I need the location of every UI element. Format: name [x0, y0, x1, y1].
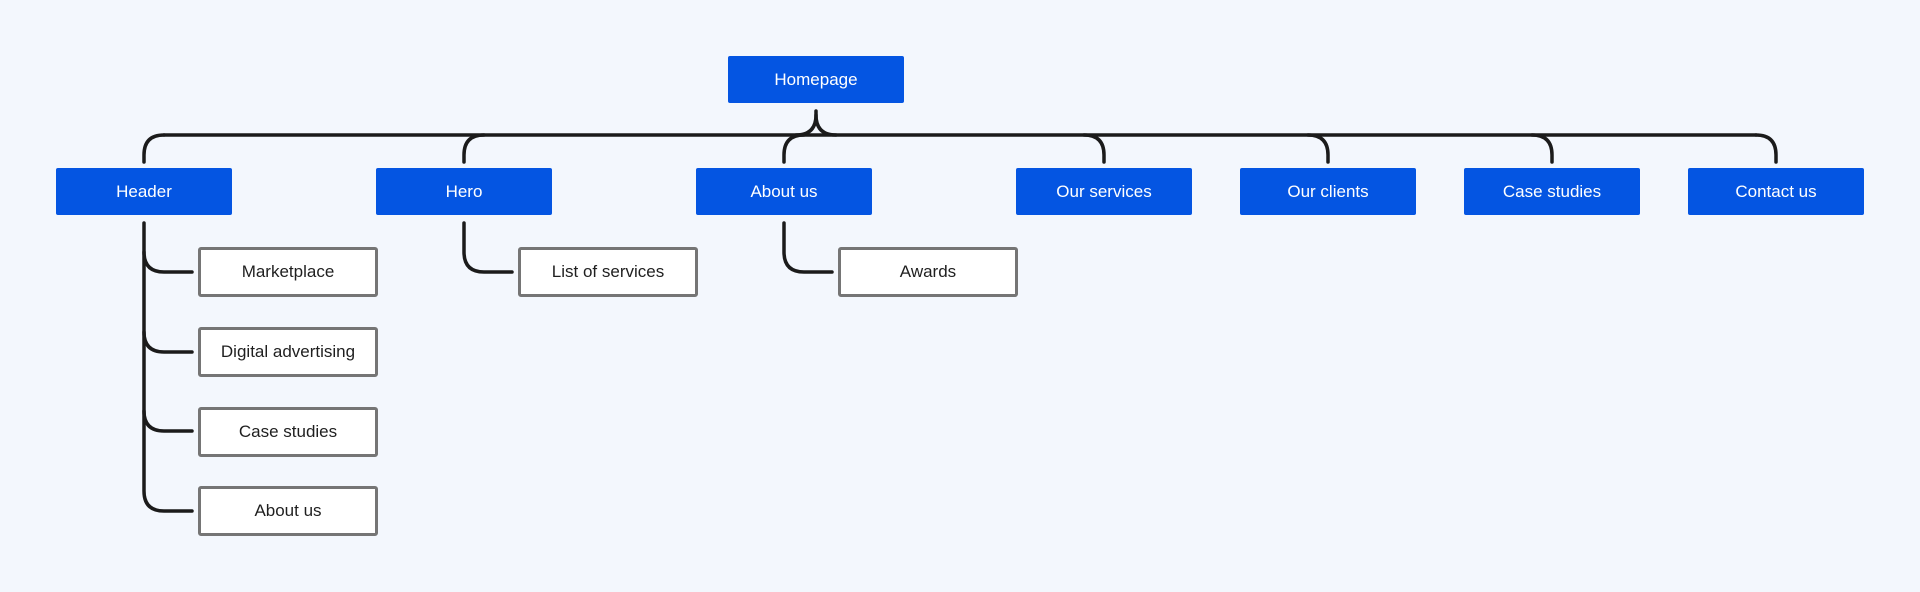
connector-drop-6	[1754, 133, 1778, 164]
node-contact-us[interactable]: Contact us	[1688, 168, 1864, 215]
connector-root-left	[794, 109, 818, 137]
node-marketplace[interactable]: Marketplace	[198, 247, 378, 297]
node-header-about-us[interactable]: About us	[198, 486, 378, 536]
connector-root-right	[814, 113, 838, 137]
connector-drop-4	[1306, 133, 1330, 164]
connector-drop-0	[142, 133, 166, 164]
node-header-case-studies[interactable]: Case studies	[198, 407, 378, 457]
connector-drop-1	[462, 133, 486, 164]
node-digital-advertising[interactable]: Digital advertising	[198, 327, 378, 377]
node-list-of-services[interactable]: List of services	[518, 247, 698, 297]
node-our-services[interactable]: Our services	[1016, 168, 1192, 215]
node-awards[interactable]: Awards	[838, 247, 1018, 297]
node-about-us[interactable]: About us	[696, 168, 872, 215]
connector-header-trunk	[142, 221, 194, 513]
node-case-studies[interactable]: Case studies	[1464, 168, 1640, 215]
connector-drop-2	[782, 133, 806, 164]
connector-header-branch-2	[142, 409, 194, 433]
node-hero[interactable]: Hero	[376, 168, 552, 215]
connector-header-branch-0	[142, 250, 194, 274]
node-header[interactable]: Header	[56, 168, 232, 215]
connector-drop-3	[1082, 133, 1106, 164]
connector-hero-trunk	[462, 221, 514, 274]
connector-drop-5	[1530, 133, 1554, 164]
node-homepage[interactable]: Homepage	[728, 56, 904, 103]
node-our-clients[interactable]: Our clients	[1240, 168, 1416, 215]
connector-header-branch-1	[142, 330, 194, 354]
connector-about-trunk	[782, 221, 834, 274]
